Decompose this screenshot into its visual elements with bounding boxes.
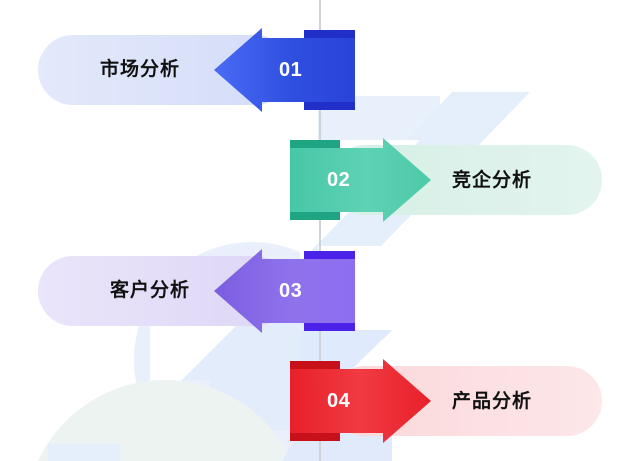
step-03-group [38,249,355,333]
step-02-arrow [290,138,431,222]
step-02-group [290,138,602,222]
bg-circle-mint [38,380,292,461]
step-03-row[interactable] [38,249,358,333]
step-01-row[interactable] [38,28,358,112]
bg-cut-4 [344,300,430,386]
step-01-arrow [214,28,355,112]
step-04-group [290,359,602,443]
step-04-arrow [290,359,431,443]
step-04-row[interactable] [288,359,604,443]
bg-sliver-bottomleft [48,444,120,461]
step-03-pill [38,256,290,326]
step-01-pill [38,35,290,105]
step-02-row[interactable] [288,138,604,222]
step-01-group [38,28,355,112]
step-03-arrow [214,249,355,333]
